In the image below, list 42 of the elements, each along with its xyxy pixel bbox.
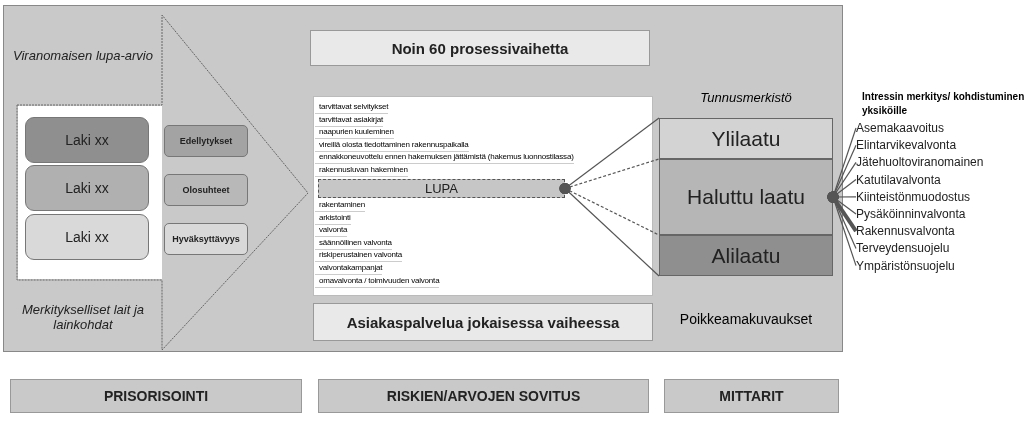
process-step: tarvittavat asiakirjat (315, 113, 384, 127)
unit-name: Jätehuoltoviranomainen (856, 154, 984, 171)
unit-name: Kiinteistönmuodostus (856, 188, 971, 205)
process-step: naapurien kuuleminen (315, 126, 394, 140)
law-box: Laki xx (25, 165, 149, 211)
process-step: rakennusluvan hakeminen (315, 164, 408, 177)
quality-level-box: Alilaatu (659, 235, 833, 276)
unit-name: Elintarvikevalvonta (856, 137, 957, 154)
footer-box: PRISORISOINTI (10, 379, 302, 413)
process-step: ennakkoneuvottelu ennen hakemuksen jättämistä (hakemus luonnostilassa) (315, 151, 574, 165)
process-step: valvontakampanjat (315, 262, 383, 275)
process-step: säännöllinen valvonta (315, 236, 392, 250)
heading-text: Viranomaisen lupa-arvio (12, 46, 154, 65)
unit-name: Pysäköinninvalvonta (856, 206, 966, 222)
quality-level-box: Haluttu laatu (659, 159, 833, 235)
law-box: Laki xx (25, 214, 149, 260)
unit-list-heading: Intressin merkitys/ kohdistuminen yksiköille (862, 90, 1026, 118)
caption-text: Merkitykselliset lait ja lainkohdat (20, 301, 146, 334)
criteria-box: Olosuhteet (164, 174, 248, 206)
process-step: tarvittavat selvitykset (315, 101, 389, 114)
exception-note: Poikkeamakuvaukset (678, 311, 814, 329)
quality-level-box: Ylilaatu (659, 118, 833, 159)
process-step: valvonta (315, 224, 348, 238)
header-box: Noin 60 prosessivaihetta (310, 30, 650, 66)
unit-name: Ympäristönsuojelu (856, 257, 955, 274)
unit-name: Katutilavalvonta (856, 171, 941, 188)
process-step: arkistointi (315, 211, 351, 225)
criteria-box: Edellytykset (164, 125, 248, 157)
header-box: Asiakaspalvelua jokaisessa vaiheessa (313, 303, 653, 341)
process-step: omavalvonta / toimivuuden valvonta (315, 274, 440, 288)
footer-box: MITTARIT (664, 379, 839, 413)
section-heading: Tunnusmerkistö (699, 90, 793, 107)
process-step: riskiperustainen valvonta (315, 249, 403, 263)
process-step: rakentaminen (315, 199, 366, 212)
criteria-box: Hyväksyttävyys (164, 223, 248, 255)
unit-name: Terveydensuojelu (856, 240, 950, 257)
process-step: vireillä olosta tiedottaminen rakennuspaikalla (315, 138, 469, 152)
unit-name: Asemakaavoitus (856, 120, 945, 136)
permit-box: LUPA (318, 179, 565, 198)
unit-name: Rakennusvalvonta (856, 223, 955, 240)
law-box: Laki xx (25, 117, 149, 163)
footer-box: RISKIEN/ARVOJEN SOVITUS (318, 379, 649, 413)
